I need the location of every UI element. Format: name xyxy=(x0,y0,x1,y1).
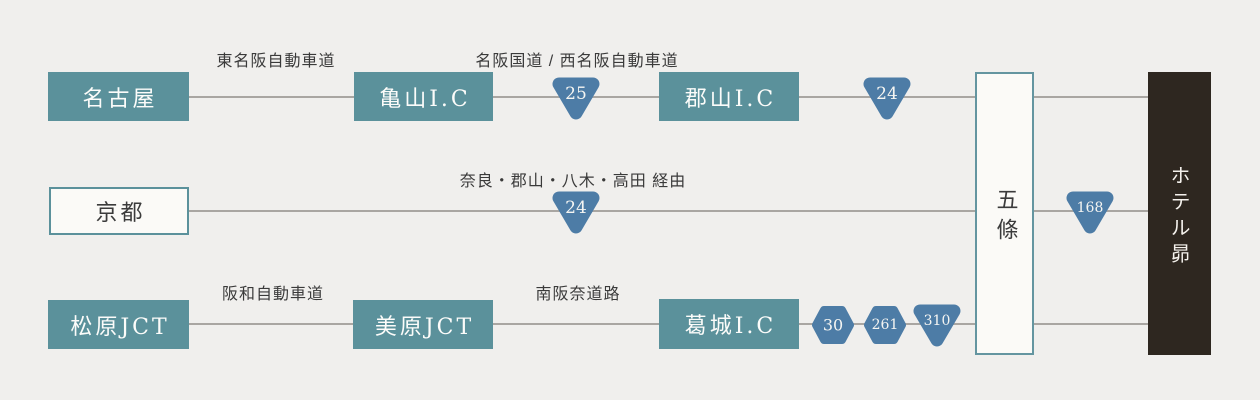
junction-box-gojo: 五條 xyxy=(975,72,1034,355)
start-box-matsubara-jct-label: 松原JCT xyxy=(70,314,170,340)
route-168-national-shield-icon: 168 xyxy=(1066,191,1114,234)
route-line xyxy=(189,323,354,325)
start-box-nagoya: 名古屋 xyxy=(48,72,189,121)
route-24-national-shield-icon: 24 xyxy=(863,77,911,120)
ic-box-katsuragi-label: 葛城I.C xyxy=(684,314,777,339)
national-route-triangle xyxy=(1066,191,1114,234)
start-box-nagoya-label: 名古屋 xyxy=(82,86,158,112)
route-25-number: 25 xyxy=(565,84,587,104)
ic-box-koriyama-label: 郡山I.C xyxy=(684,86,777,112)
route-24-national-shield-icon: 24 xyxy=(552,191,600,234)
road-label-meihan-nishimeihan: 名阪国道 / 西名阪自動車道 xyxy=(475,53,679,70)
route-261-number: 261 xyxy=(872,317,899,333)
national-route-triangle xyxy=(552,77,600,120)
national-route-triangle xyxy=(913,304,961,347)
start-box-matsubara-jct: 松原JCT xyxy=(48,300,189,349)
route-25-national-shield-icon: 25 xyxy=(552,77,600,120)
route-line xyxy=(1034,96,1148,98)
ic-box-kameyama: 亀山I.C xyxy=(354,72,493,121)
route-24-number: 24 xyxy=(876,84,898,104)
road-label-minami-hanna-road: 南阪奈道路 xyxy=(535,286,621,303)
route-310-national-shield-icon: 310 xyxy=(913,304,961,347)
road-label-higashi-meihan-expressway: 東名阪自動車道 xyxy=(216,53,336,70)
road-label-hanwa-expressway: 阪和自動車道 xyxy=(221,286,325,303)
via-label-nara-koriyama-yagi-takada: 奈良・郡山・八木・高田 経由 xyxy=(459,173,687,190)
route-24-number: 24 xyxy=(565,198,587,218)
route-261-prefectural-shield-icon: 261 xyxy=(864,306,906,344)
destination-box-hotel-subaru: ホテル昴 xyxy=(1148,72,1211,355)
route-30-prefectural-shield-icon: 30 xyxy=(812,306,854,344)
route-line xyxy=(493,323,659,325)
national-route-triangle xyxy=(863,77,911,120)
prefectural-route-hexagon xyxy=(812,306,854,344)
route-line xyxy=(1034,323,1148,325)
start-box-kyoto: 京都 xyxy=(49,187,189,235)
jct-box-mihara: 美原JCT xyxy=(353,300,493,349)
route-168-number: 168 xyxy=(1077,200,1104,216)
route-line xyxy=(189,96,355,98)
ic-box-kameyama-label: 亀山I.C xyxy=(379,86,471,112)
route-310-number: 310 xyxy=(924,313,951,329)
start-box-kyoto-label: 京都 xyxy=(95,201,146,226)
junction-box-gojo-label: 五條 xyxy=(992,187,1018,248)
prefectural-route-hexagon xyxy=(864,306,906,344)
destination-box-hotel-subaru-label: ホテル昴 xyxy=(1167,164,1191,269)
national-route-triangle xyxy=(552,191,600,234)
route-30-number: 30 xyxy=(823,316,843,335)
ic-box-katsuragi: 葛城I.C xyxy=(659,299,799,349)
jct-box-mihara-label: 美原JCT xyxy=(374,314,475,340)
ic-box-koriyama: 郡山I.C xyxy=(659,72,799,121)
